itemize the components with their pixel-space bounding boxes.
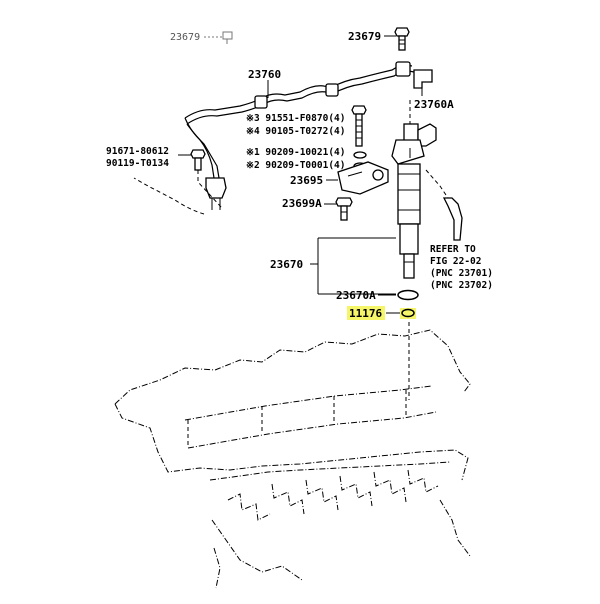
bolt-91551[interactable]: ※3 91551-F0870(4) ※4 90105-T0272(4) xyxy=(246,105,367,147)
gasket-11176[interactable]: 11176 xyxy=(347,306,416,320)
label-91551: ※3 91551-F0870(4) xyxy=(246,113,345,124)
injector-23670[interactable]: 23670 xyxy=(270,123,463,295)
reference-note: REFER TO FIG 22-02 (PNC 23701) (PNC 2370… xyxy=(430,244,493,291)
cylinder-head-outline xyxy=(114,329,471,589)
label-23670: 23670 xyxy=(270,258,303,271)
label-23679-faint: 23679 xyxy=(170,32,200,43)
label-90105: ※4 90105-T0272(4) xyxy=(246,126,345,137)
fuel-pipe-23760[interactable]: 23760 xyxy=(184,61,415,210)
washers-90209[interactable]: ※1 90209-10021(4) ※2 90209-T0001(4) xyxy=(246,147,367,171)
bolt-23699A[interactable]: 23699A xyxy=(282,197,353,221)
refer-line-3: (PNC 23701) xyxy=(430,268,493,279)
refer-line-1: REFER TO xyxy=(430,244,476,255)
label-90209a: ※1 90209-10021(4) xyxy=(246,147,345,158)
highlight-11176-label xyxy=(347,306,385,320)
bracket-23760A[interactable]: 23760A xyxy=(409,69,454,124)
oring-23670A[interactable]: 23670A xyxy=(336,289,419,302)
label-23699A: 23699A xyxy=(282,197,322,210)
label-23760: 23760 xyxy=(248,68,281,81)
label-23695: 23695 xyxy=(290,174,323,187)
label-11176: 11176 xyxy=(349,307,382,320)
label-23670A: 23670A xyxy=(336,289,376,302)
refer-line-2: FIG 22-02 xyxy=(430,256,481,267)
bolt-23679[interactable]: 23679 xyxy=(348,27,410,51)
label-90119: 90119-T0134 xyxy=(106,158,169,169)
label-23760A: 23760A xyxy=(414,98,454,111)
bolt-91671[interactable]: 91671-80612 90119-T0134 xyxy=(106,146,223,215)
faint-part-23679: 23679 xyxy=(170,31,233,44)
highlight-11176-part xyxy=(400,308,416,319)
refer-line-4: (PNC 23702) xyxy=(430,280,493,291)
label-91671: 91671-80612 xyxy=(106,146,169,157)
label-23679: 23679 xyxy=(348,30,381,43)
label-90209b: ※2 90209-T0001(4) xyxy=(246,160,345,171)
clamp-23695[interactable]: 23695 xyxy=(290,161,389,195)
